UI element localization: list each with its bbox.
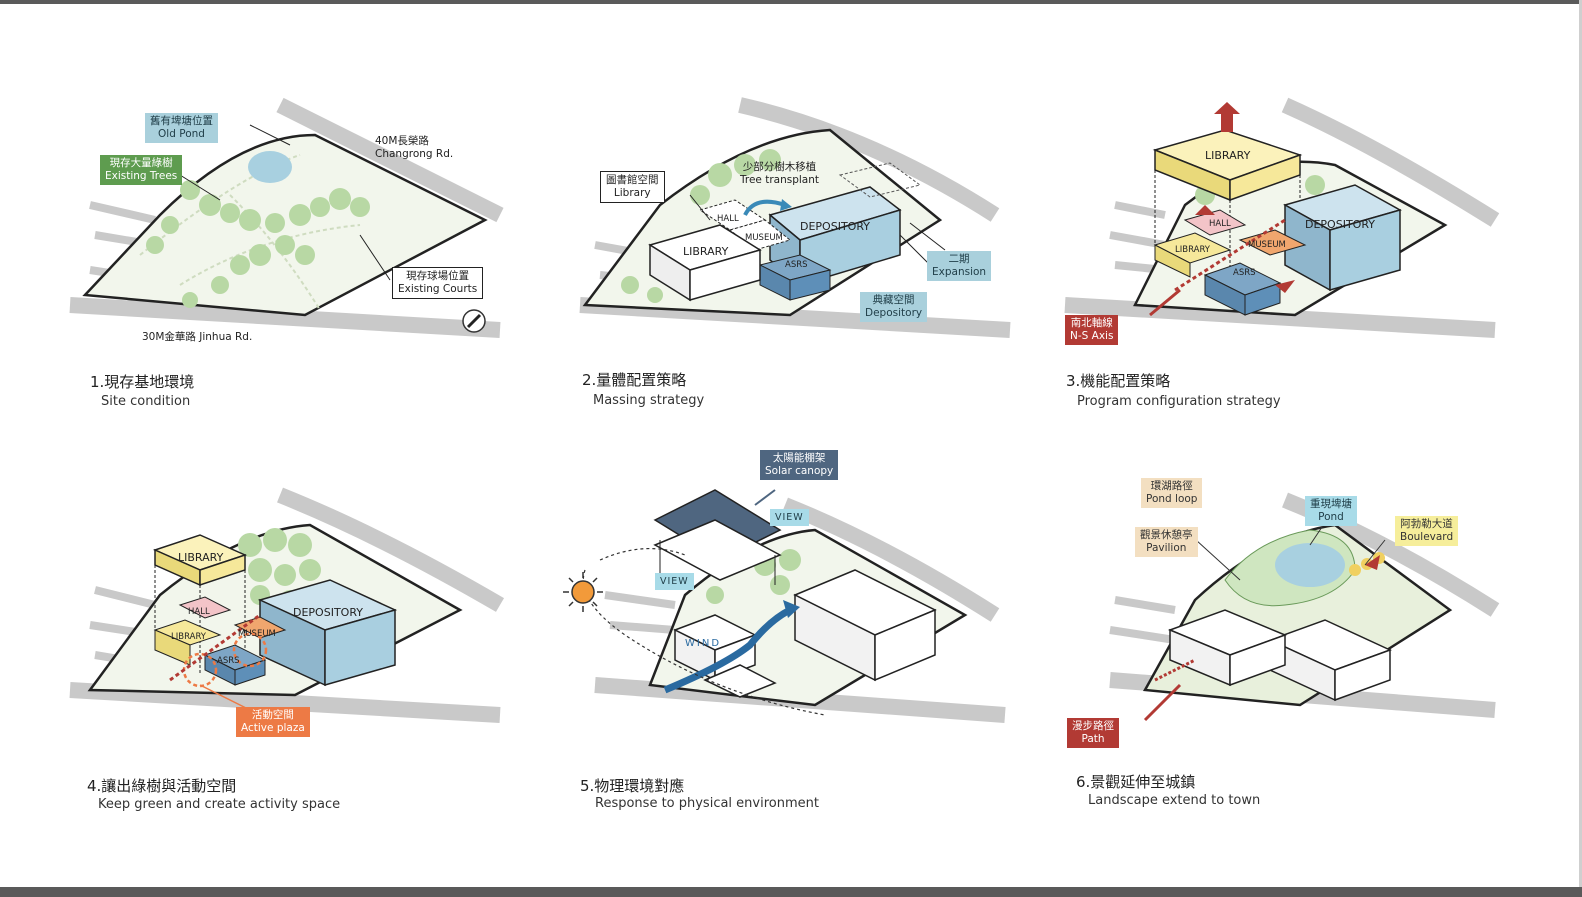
label-view-top: VIEW [770, 509, 809, 526]
panel-site-condition: 舊有埤塘位置 Old Pond 現存大量綠樹 Existing Trees 現存… [60, 95, 530, 385]
block-museum: MUSEUM [1248, 240, 1286, 250]
label-view-left: VIEW [655, 573, 694, 590]
label-boulevard: 阿勃勒大道 Boulevard [1395, 516, 1459, 546]
block-library: LIBRARY [683, 245, 729, 258]
block-depository: DEPOSITORY [800, 220, 870, 233]
right-border [1579, 0, 1582, 897]
block-hall: HALL [717, 214, 739, 224]
block-asrs: ASRS [1233, 268, 1256, 278]
label-pond-loop: 環湖路徑 Pond loop [1141, 478, 1203, 508]
caption-cn-site: 1.現存基地環境 [90, 373, 195, 391]
caption-cn-landscape: 6.景觀延伸至城鎮 [1076, 773, 1196, 791]
block-hall: HALL [1209, 219, 1231, 229]
label-tree-transplant: 少部分樹木移植 Tree transplant [740, 161, 819, 186]
caption-en-green: Keep green and create activity space [98, 797, 341, 812]
block-depository: DEPOSITORY [293, 606, 363, 619]
panel-green-activity: 活動空間 Active plaza LIBRARY HALL LIBRARY M… [60, 485, 530, 775]
physical-env-diagram [582, 489, 1006, 723]
block-asrs: ASRS [785, 260, 808, 270]
up-arrow-icon [1214, 102, 1240, 132]
label-library-space: 圖書館空間 Library [600, 171, 665, 203]
sun-icon [563, 572, 603, 612]
label-solar-canopy: 太陽能棚架 Solar canopy [760, 450, 839, 480]
label-pond: 重現埤塘 Pond [1305, 496, 1357, 526]
green-activity-diagram [69, 487, 505, 723]
label-expansion: 二期 Expansion [927, 251, 992, 281]
block-hall: HALL [188, 607, 210, 617]
bottom-border [0, 887, 1582, 897]
label-wind: WIND [685, 638, 722, 649]
panel-massing: 圖書館空間 Library 少部分樹木移植 Tree transplant 二期… [570, 95, 1040, 385]
north-arrow-icon [462, 309, 486, 333]
caption-en-physical: Response to physical environment [595, 796, 819, 811]
block-museum: MUSEUM [238, 629, 276, 639]
caption-en-program: Program configuration strategy [1077, 394, 1281, 409]
block-library-top: LIBRARY [1205, 149, 1251, 162]
top-border [0, 0, 1582, 4]
label-existing-trees: 現存大量綠樹 Existing Trees [100, 155, 183, 185]
label-jinhua-rd: 30M金華路 Jinhua Rd. [142, 331, 253, 343]
site-plan-diagram [69, 97, 504, 338]
block-museum: MUSEUM [745, 233, 783, 243]
panel-landscape: 環湖路徑 Pond loop 重現埤塘 Pond 阿勃勒大道 Boulevard… [1055, 470, 1525, 760]
caption-cn-green: 4.讓出綠樹與活動空間 [87, 777, 237, 795]
caption-en-site: Site condition [101, 394, 191, 409]
label-old-pond: 舊有埤塘位置 Old Pond [145, 113, 218, 143]
program-diagram [1064, 97, 1500, 338]
label-changrong-rd: 40M長榮路 Changrong Rd. [375, 135, 454, 160]
label-pavilion: 觀景休憩亭 Pavilion [1135, 527, 1198, 557]
panel-program: 南北軸線 N-S Axis LIBRARY HALL LIBRARY MUSEU… [1055, 95, 1525, 385]
label-ns-axis: 南北軸線 N-S Axis [1065, 315, 1119, 345]
label-existing-courts: 現存球場位置 Existing Courts [392, 267, 484, 299]
caption-cn-program: 3.機能配置策略 [1066, 372, 1171, 390]
block-library-lower: LIBRARY [1175, 245, 1211, 255]
label-active-plaza: 活動空間 Active plaza [236, 707, 310, 737]
landscape-diagram [1109, 492, 1500, 722]
block-library-lower: LIBRARY [171, 632, 207, 642]
caption-cn-massing: 2.量體配置策略 [582, 371, 687, 389]
block-asrs: ASRS [217, 656, 240, 666]
block-library-top: LIBRARY [178, 551, 224, 564]
panel-physical-env: 太陽能棚架 Solar canopy VIEW VIEW WIND [555, 445, 1025, 735]
caption-en-massing: Massing strategy [593, 393, 705, 408]
massing-diagram [579, 97, 1011, 338]
label-depository-space: 典藏空間 Depository [860, 292, 928, 322]
caption-cn-physical: 5.物理環境對應 [580, 777, 685, 795]
caption-en-landscape: Landscape extend to town [1088, 793, 1261, 808]
block-depository: DEPOSITORY [1305, 218, 1375, 231]
label-path: 漫步路徑 Path [1067, 718, 1119, 748]
